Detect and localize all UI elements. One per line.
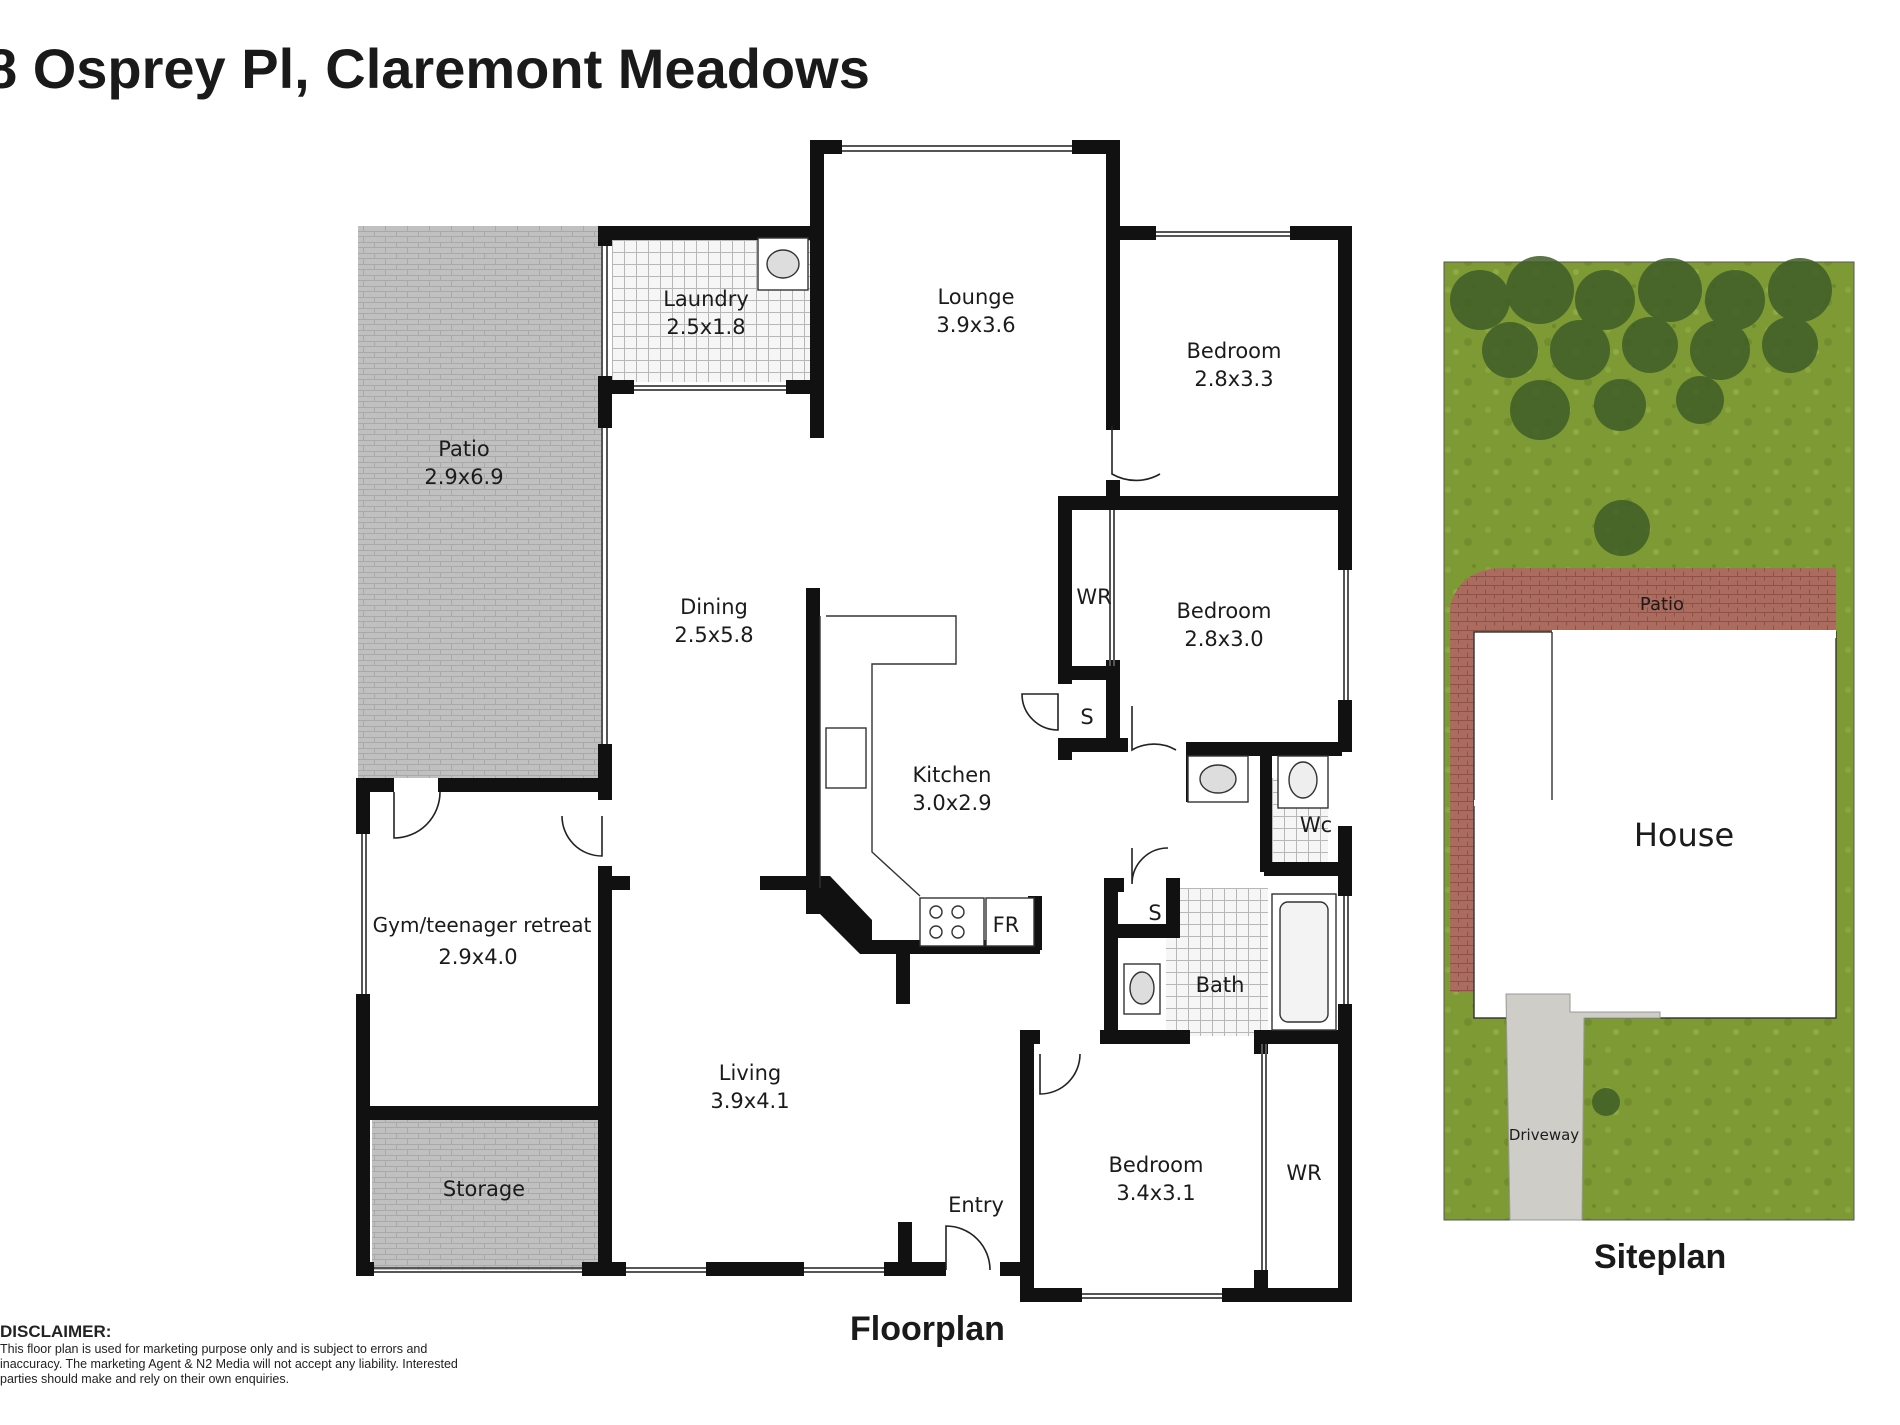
fixtures xyxy=(757,237,1337,1031)
driveway xyxy=(1505,993,1661,1221)
trees xyxy=(1450,256,1832,1116)
disclaimer-line: This floor plan is used for marketing pu… xyxy=(0,1342,428,1356)
lounge-size: 3.9x3.6 xyxy=(936,313,1015,337)
kitchen-bench xyxy=(826,615,957,897)
fr-name: FR xyxy=(993,913,1020,937)
page-title: 8 Osprey Pl, Claremont Meadows xyxy=(0,37,870,100)
bedroom1-size: 2.8x3.3 xyxy=(1194,367,1273,391)
siteplan-house: House xyxy=(1634,816,1734,854)
bedroom2-name: Bedroom xyxy=(1177,599,1272,623)
laundry-name: Laundry xyxy=(663,287,749,311)
disclaimer: DISCLAIMER: This floor plan is used for … xyxy=(0,1322,530,1387)
laundry-size: 2.5x1.8 xyxy=(666,315,745,339)
kitchen-name: Kitchen xyxy=(913,763,992,787)
disclaimer-line: parties should make and rely on their ow… xyxy=(0,1372,290,1386)
bedroom3-size: 3.4x3.1 xyxy=(1116,1181,1195,1205)
living-name: Living xyxy=(719,1061,781,1085)
storage-paving xyxy=(372,1120,602,1270)
disclaimer-line: inaccuracy. The marketing Agent & N2 Med… xyxy=(0,1357,458,1371)
s1-name: S xyxy=(1080,705,1093,729)
wr2-name: WR xyxy=(1286,1161,1321,1185)
bedroom3-name: Bedroom xyxy=(1109,1153,1204,1177)
s2-name: S xyxy=(1148,901,1161,925)
wc-name: Wc xyxy=(1300,813,1332,837)
bath-name: Bath xyxy=(1196,973,1245,997)
siteplan-driveway: Driveway xyxy=(1509,1126,1579,1144)
gym-size: 2.9x4.0 xyxy=(438,945,517,969)
kitchen-size: 3.0x2.9 xyxy=(912,791,991,815)
siteplan-caption: Siteplan xyxy=(1594,1238,1727,1276)
disclaimer-heading: DISCLAIMER: xyxy=(0,1322,112,1341)
house-outline xyxy=(1473,631,1837,1019)
patio-paving xyxy=(358,226,602,778)
floorplan-caption: Floorplan xyxy=(850,1310,1005,1348)
entry-name: Entry xyxy=(948,1193,1004,1217)
wr1-name: WR xyxy=(1076,585,1111,609)
doors xyxy=(393,426,1177,1271)
siteplan-patio: Patio xyxy=(1640,594,1684,615)
bedroom1-name: Bedroom xyxy=(1187,339,1282,363)
patio-name: Patio xyxy=(438,437,490,461)
bedroom2-size: 2.8x3.0 xyxy=(1184,627,1263,651)
dining-size: 2.5x5.8 xyxy=(674,623,753,647)
dining-name: Dining xyxy=(680,595,748,619)
bath-tiles xyxy=(1166,888,1268,1036)
windows xyxy=(361,145,1349,1299)
patio-size: 2.9x6.9 xyxy=(424,465,503,489)
walls xyxy=(356,140,1352,1302)
gym-name: Gym/teenager retreat xyxy=(373,913,592,937)
living-size: 3.9x4.1 xyxy=(710,1089,789,1113)
storage-name: Storage xyxy=(443,1177,525,1201)
lounge-name: Lounge xyxy=(937,285,1014,309)
siteplan xyxy=(1443,256,1855,1221)
